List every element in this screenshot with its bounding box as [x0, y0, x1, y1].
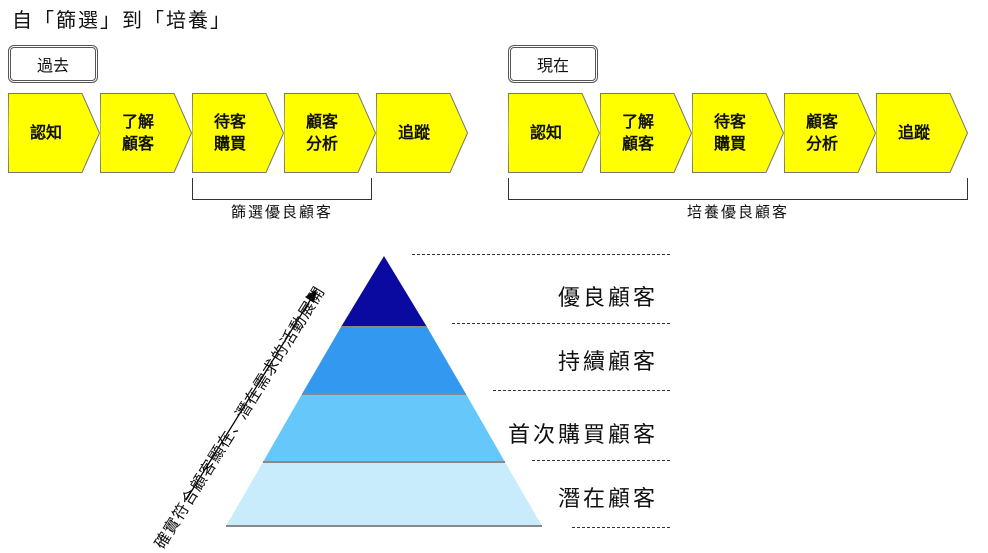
tier-divider: [412, 254, 670, 255]
chevron-shape: [692, 93, 784, 173]
tier-label-top: 優良顧客: [557, 286, 658, 311]
process-step-5: 追蹤: [376, 93, 468, 173]
present-label: 現在: [508, 45, 598, 83]
tier-divider: [532, 460, 670, 461]
chevron-shape: [600, 93, 692, 173]
tier-label-third: 首次購買顧客: [507, 423, 658, 448]
tier-divider: [493, 390, 670, 391]
chevron-shape: [376, 93, 468, 173]
tier-divider: [452, 323, 670, 324]
process-step-label: 顧客 分析: [805, 112, 838, 153]
process-step-2: 了解 顧客: [600, 93, 692, 173]
process-step-3: 待客 購買: [192, 93, 284, 173]
past-bracket: [192, 178, 372, 200]
process-step-label: 待客 購買: [213, 112, 246, 153]
growth-arrowhead-icon: [305, 289, 317, 303]
tier-divider: [572, 527, 670, 528]
tier-label-second: 持續顧客: [557, 350, 658, 375]
chevron-shape: [284, 93, 376, 173]
process-step-3: 待客 購買: [692, 93, 784, 173]
process-step-4: 顧客 分析: [284, 93, 376, 173]
process-step-4: 顧客 分析: [784, 93, 876, 173]
pyramid-tier-top: [341, 256, 427, 327]
process-step-5: 追蹤: [876, 93, 968, 173]
process-step-label: 追蹤: [397, 123, 430, 142]
page-title: 自「篩選」到「培養」: [12, 8, 232, 32]
past-label: 過去: [8, 45, 98, 83]
present-bracket: [508, 178, 968, 200]
process-step-label: 認知: [529, 123, 562, 142]
chevron-shape: [192, 93, 284, 173]
present-bracket-label: 培養優良顧客: [686, 203, 789, 221]
process-step-label: 了解 顧客: [121, 112, 154, 153]
process-step-label: 認知: [29, 123, 62, 142]
chevron-shape: [508, 93, 600, 173]
process-step-2: 了解 顧客: [100, 93, 192, 173]
process-step-1: 認知: [508, 93, 600, 173]
pyramid-tier-base: [226, 462, 542, 526]
process-step-label: 待客 購買: [713, 112, 746, 153]
past-bracket-label: 篩選優良顧客: [230, 203, 333, 221]
process-step-1: 認知: [8, 93, 100, 173]
pyramid-tier-second: [302, 327, 466, 394]
chevron-shape: [784, 93, 876, 173]
process-step-label: 顧客 分析: [305, 112, 338, 153]
chevron-shape: [8, 93, 100, 173]
pyramid-tier-third: [263, 394, 505, 462]
chevron-shape: [100, 93, 192, 173]
growth-arrow-line: [185, 293, 315, 501]
tier-label-base: 潛在顧客: [557, 487, 658, 512]
chevron-shape: [876, 93, 968, 173]
process-step-label: 了解 顧客: [621, 112, 654, 153]
process-step-label: 追蹤: [897, 123, 930, 142]
